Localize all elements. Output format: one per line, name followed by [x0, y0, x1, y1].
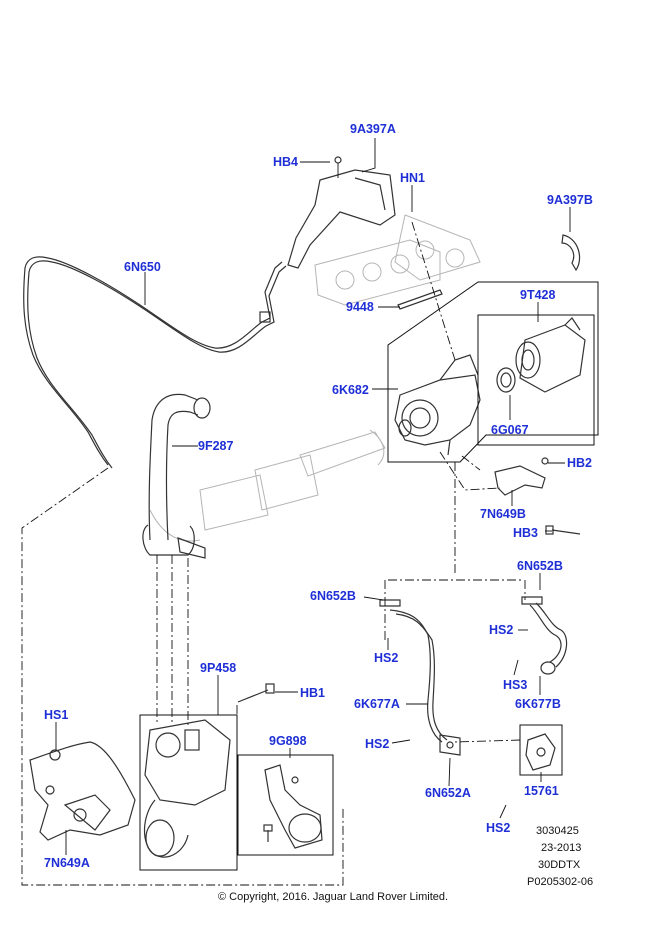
drawing-number: 3030425: [536, 825, 579, 837]
callout-6K682: 6K682: [332, 383, 369, 397]
callout-6K677B: 6K677B: [515, 697, 561, 711]
turbocharger-6K682: [394, 354, 481, 456]
callout-7N649A: 7N649A: [44, 856, 90, 870]
relationship-lines: [21, 221, 526, 886]
intake-hose-9F287: [142, 393, 211, 559]
drawing-reference: P0205302-06: [527, 876, 593, 888]
gasket-15761: [525, 733, 556, 771]
egr-valve-9P458: [143, 719, 231, 858]
coolant-pipe-6K677A: [379, 599, 461, 756]
callout-6N652B-left: 6N652B: [310, 589, 356, 603]
callout-HS2-upper-left: HS2: [374, 651, 398, 665]
callout-HS3: HS3: [503, 678, 527, 692]
callout-HB4: HB4: [273, 155, 298, 169]
gasket-6G067: [496, 367, 516, 393]
callout-HS2-middle: HS2: [365, 737, 389, 751]
converter-9T428: [515, 317, 586, 393]
callout-labels: 9A397A HB4 HN1 9A397B 6N650 9T428 9448 6…: [44, 122, 593, 870]
callout-9A397A: 9A397A: [350, 122, 396, 136]
callout-6G067: 6G067: [491, 423, 529, 437]
drawing-info: 3030425 23-2013 30DDTX P0205302-06: [527, 825, 593, 888]
callout-HB1: HB1: [300, 686, 325, 700]
bolt-HB1: [237, 683, 275, 703]
callout-HB2: HB2: [567, 456, 592, 470]
callout-9P458: 9P458: [200, 661, 236, 675]
exhaust-ghost-illustration: [149, 429, 386, 542]
callout-9A397B: 9A397B: [547, 193, 593, 207]
callout-6N652A: 6N652A: [425, 786, 471, 800]
callout-HS1: HS1: [44, 708, 68, 722]
bracket-7N649A: [29, 741, 136, 841]
copyright-notice: © Copyright, 2016. Jaguar Land Rover Lim…: [218, 891, 448, 903]
heat-shield-9A397A: [287, 156, 396, 269]
callout-6K677A: 6K677A: [354, 697, 400, 711]
callout-9F287: 9F287: [198, 439, 233, 453]
callout-9448: 9448: [346, 300, 374, 314]
callout-HN1: HN1: [400, 171, 425, 185]
callout-6N650: 6N650: [124, 260, 161, 274]
actuator-9G898: [263, 764, 323, 849]
leader-lines: [55, 138, 571, 855]
coolant-pipe-6K677B: [521, 596, 568, 675]
exhaust-manifold-ghost: [314, 214, 481, 306]
drawing-code: 30DDTX: [538, 859, 581, 871]
oil-feed-pipe-6N650: [23, 256, 287, 469]
callout-HS2-lower: HS2: [486, 821, 510, 835]
callout-HB3: HB3: [513, 526, 538, 540]
callout-6N652B-right: 6N652B: [517, 559, 563, 573]
callout-HS2-upper-right: HS2: [489, 623, 513, 637]
heat-shield-9A397B: [561, 234, 581, 272]
bolt-HB3: [545, 525, 581, 535]
callout-15761: 15761: [524, 784, 559, 798]
bracket-7N649B: [494, 457, 549, 496]
drawing-date: 23-2013: [541, 842, 581, 854]
callout-9G898: 9G898: [269, 734, 307, 748]
callout-9T428: 9T428: [520, 288, 555, 302]
callout-7N649B: 7N649B: [480, 507, 526, 521]
gasket-9448: [397, 289, 443, 310]
